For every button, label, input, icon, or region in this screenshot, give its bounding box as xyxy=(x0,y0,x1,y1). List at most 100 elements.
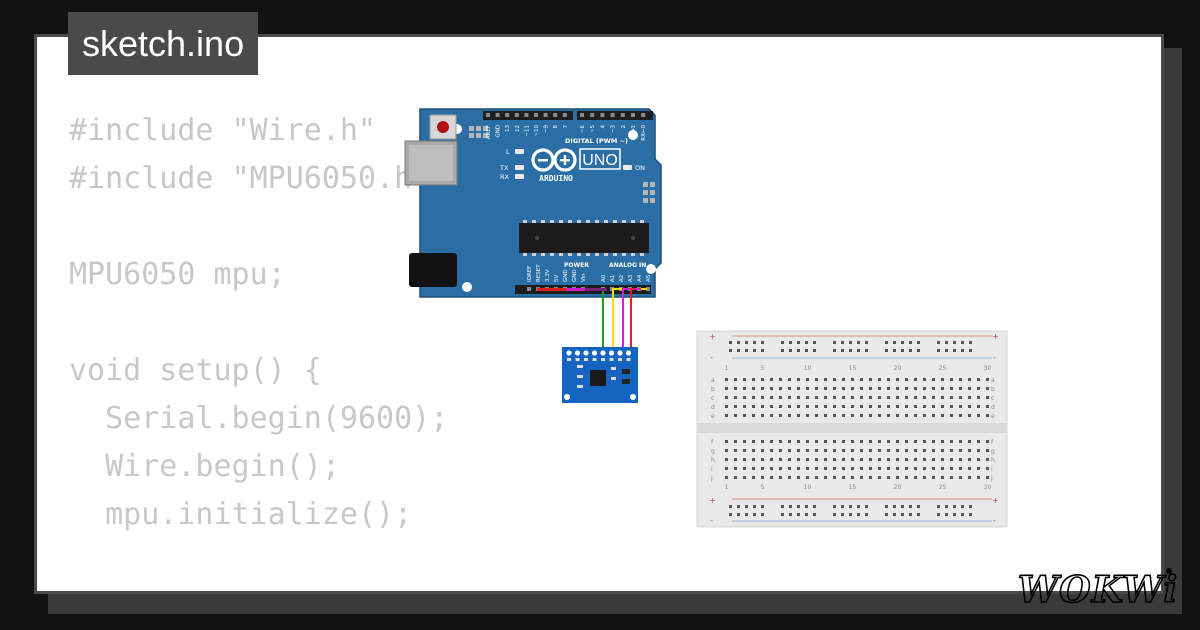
breadboard-hole[interactable] xyxy=(959,396,962,399)
breadboard-hole[interactable] xyxy=(914,396,917,399)
breadboard-hole[interactable] xyxy=(986,387,989,390)
mpu6050-pin[interactable] xyxy=(591,350,598,356)
breadboard-hole[interactable] xyxy=(950,467,953,470)
breadboard-hole[interactable] xyxy=(950,405,953,408)
breadboard-hole[interactable] xyxy=(797,387,800,390)
mpu6050-pin[interactable] xyxy=(574,350,581,356)
breadboard-hole[interactable] xyxy=(797,396,800,399)
breadboard-hole[interactable] xyxy=(932,387,935,390)
breadboard-hole[interactable] xyxy=(788,396,791,399)
breadboard-hole[interactable] xyxy=(869,405,872,408)
breadboard-hole[interactable] xyxy=(901,341,904,344)
breadboard-hole[interactable] xyxy=(753,341,756,344)
header-pin[interactable] xyxy=(580,113,584,117)
breadboard-hole[interactable] xyxy=(743,387,746,390)
breadboard-hole[interactable] xyxy=(815,467,818,470)
breadboard-hole[interactable] xyxy=(932,458,935,461)
breadboard-hole[interactable] xyxy=(905,414,908,417)
breadboard-hole[interactable] xyxy=(752,405,755,408)
breadboard-hole[interactable] xyxy=(941,476,944,479)
breadboard-hole[interactable] xyxy=(841,349,844,352)
breadboard-hole[interactable] xyxy=(797,378,800,381)
breadboard-hole[interactable] xyxy=(986,414,989,417)
breadboard-hole[interactable] xyxy=(961,505,964,508)
breadboard-hole[interactable] xyxy=(896,414,899,417)
breadboard-hole[interactable] xyxy=(869,440,872,443)
breadboard-hole[interactable] xyxy=(813,349,816,352)
breadboard-hole[interactable] xyxy=(923,405,926,408)
breadboard-hole[interactable] xyxy=(797,505,800,508)
breadboard-hole[interactable] xyxy=(789,341,792,344)
breadboard-hole[interactable] xyxy=(770,458,773,461)
breadboard-hole[interactable] xyxy=(901,505,904,508)
breadboard-hole[interactable] xyxy=(849,513,852,516)
breadboard-hole[interactable] xyxy=(797,476,800,479)
breadboard-hole[interactable] xyxy=(961,341,964,344)
breadboard-hole[interactable] xyxy=(851,476,854,479)
breadboard-hole[interactable] xyxy=(941,396,944,399)
breadboard-hole[interactable] xyxy=(833,458,836,461)
breadboard-hole[interactable] xyxy=(923,467,926,470)
breadboard-hole[interactable] xyxy=(977,467,980,470)
breadboard-hole[interactable] xyxy=(909,505,912,508)
breadboard-hole[interactable] xyxy=(950,449,953,452)
breadboard-hole[interactable] xyxy=(932,476,935,479)
breadboard-hole[interactable] xyxy=(734,476,737,479)
breadboard-hole[interactable] xyxy=(737,341,740,344)
breadboard-hole[interactable] xyxy=(761,341,764,344)
breadboard-hole[interactable] xyxy=(770,405,773,408)
breadboard-hole[interactable] xyxy=(779,467,782,470)
breadboard-hole[interactable] xyxy=(841,341,844,344)
breadboard-hole[interactable] xyxy=(986,396,989,399)
breadboard-hole[interactable] xyxy=(953,341,956,344)
breadboard-hole[interactable] xyxy=(770,440,773,443)
breadboard-hole[interactable] xyxy=(824,449,827,452)
header-pin[interactable] xyxy=(534,113,538,117)
breadboard-hole[interactable] xyxy=(932,396,935,399)
breadboard-hole[interactable] xyxy=(781,505,784,508)
breadboard-hole[interactable] xyxy=(917,341,920,344)
breadboard-hole[interactable] xyxy=(788,378,791,381)
breadboard-hole[interactable] xyxy=(770,476,773,479)
breadboard-hole[interactable] xyxy=(752,476,755,479)
breadboard-hole[interactable] xyxy=(878,387,881,390)
breadboard-hole[interactable] xyxy=(842,476,845,479)
breadboard-hole[interactable] xyxy=(878,396,881,399)
breadboard-hole[interactable] xyxy=(779,396,782,399)
breadboard-hole[interactable] xyxy=(805,513,808,516)
breadboard-hole[interactable] xyxy=(851,387,854,390)
breadboard-hole[interactable] xyxy=(865,349,868,352)
breadboard-hole[interactable] xyxy=(885,505,888,508)
breadboard-hole[interactable] xyxy=(950,414,953,417)
breadboard-hole[interactable] xyxy=(824,396,827,399)
breadboard-hole[interactable] xyxy=(893,349,896,352)
breadboard-hole[interactable] xyxy=(770,378,773,381)
breadboard-hole[interactable] xyxy=(734,405,737,408)
breadboard-hole[interactable] xyxy=(824,476,827,479)
breadboard-hole[interactable] xyxy=(945,341,948,344)
breadboard-hole[interactable] xyxy=(950,378,953,381)
breadboard-hole[interactable] xyxy=(961,349,964,352)
breadboard-hole[interactable] xyxy=(896,449,899,452)
breadboard-hole[interactable] xyxy=(806,449,809,452)
breadboard-hole[interactable] xyxy=(725,449,728,452)
breadboard-hole[interactable] xyxy=(725,440,728,443)
breadboard-hole[interactable] xyxy=(815,458,818,461)
breadboard-hole[interactable] xyxy=(909,513,912,516)
breadboard-hole[interactable] xyxy=(841,513,844,516)
breadboard-hole[interactable] xyxy=(761,405,764,408)
breadboard-hole[interactable] xyxy=(887,449,890,452)
breadboard-hole[interactable] xyxy=(923,414,926,417)
breadboard-hole[interactable] xyxy=(885,349,888,352)
breadboard-hole[interactable] xyxy=(865,513,868,516)
breadboard-hole[interactable] xyxy=(743,467,746,470)
breadboard-hole[interactable] xyxy=(806,414,809,417)
breadboard-hole[interactable] xyxy=(761,440,764,443)
breadboard-hole[interactable] xyxy=(833,341,836,344)
breadboard-hole[interactable] xyxy=(770,467,773,470)
breadboard-hole[interactable] xyxy=(815,449,818,452)
breadboard-hole[interactable] xyxy=(869,387,872,390)
breadboard-hole[interactable] xyxy=(953,349,956,352)
breadboard-hole[interactable] xyxy=(896,378,899,381)
breadboard-hole[interactable] xyxy=(968,378,971,381)
